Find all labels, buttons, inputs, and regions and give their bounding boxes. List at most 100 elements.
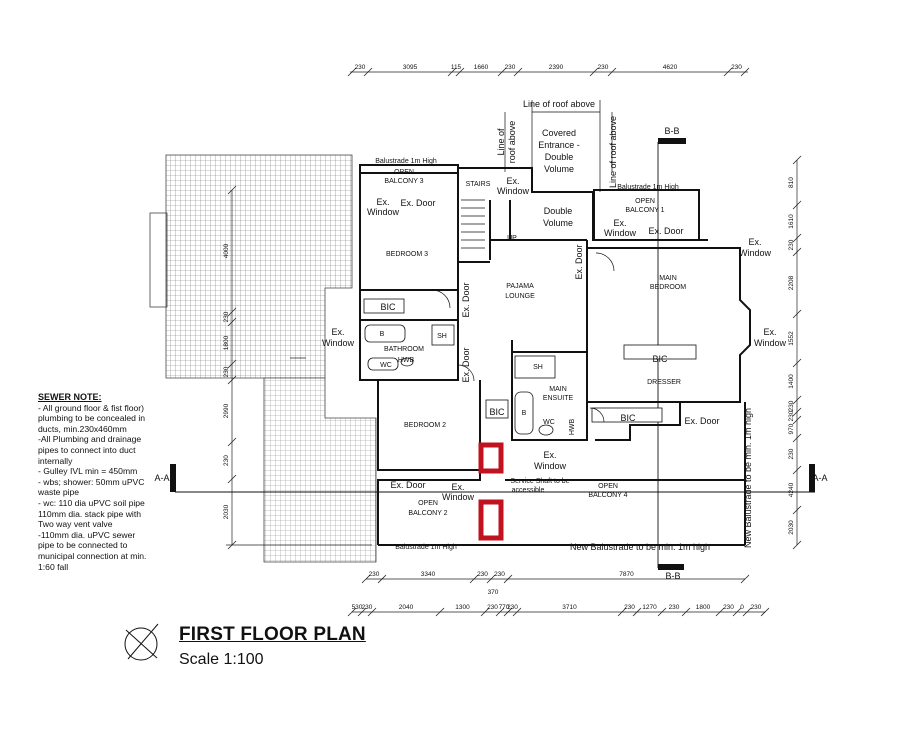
dimension-tick	[792, 358, 802, 368]
bic-hall: BIC	[489, 407, 505, 417]
dimension-tick	[347, 607, 357, 617]
sewer-note-line: - wc: 110 dia uPVC soil pipe	[38, 497, 145, 508]
dimension-label: 3710	[562, 604, 577, 611]
ex-window-balcony1-l2: Window	[604, 228, 637, 238]
room-bathroom: BATHROOM	[384, 346, 424, 353]
balcony-2-l1: OPEN	[418, 500, 438, 507]
ex-window-bath-l2: Window	[322, 338, 355, 348]
dimension-lines	[226, 71, 798, 613]
dimension-label: 230	[731, 64, 742, 71]
dimension-label: 230	[598, 64, 609, 71]
dimension-label: 230	[494, 571, 505, 578]
dimension-tick	[503, 574, 513, 584]
sewer-note-line: - wbs; shower: 50mm uPVC	[38, 476, 145, 487]
dimension-tick	[732, 607, 742, 617]
dimension-label: 230	[751, 604, 762, 611]
dimension-tick	[740, 67, 750, 77]
dimension-label: 230	[624, 604, 635, 611]
dimension-label: 810	[788, 177, 795, 188]
room-bedroom-2: BEDROOM 2	[404, 422, 446, 429]
hwb-bathroom: HWB	[398, 357, 415, 364]
dimension-tick	[792, 155, 802, 165]
ex-window-bed3-l2: Window	[367, 207, 400, 217]
dimension-label: 1800	[223, 335, 230, 350]
dimension-label: 4620	[663, 64, 678, 71]
dimension-tick	[227, 307, 237, 317]
dimension-label: 370	[488, 589, 499, 596]
lower-roof-hatch	[149, 154, 377, 563]
sewer-note-line: - All ground floor & fist floor)	[38, 402, 145, 413]
dimension-tick	[512, 607, 522, 617]
ex-window-stairs-l1: Ex.	[506, 176, 519, 186]
dimension-tick	[715, 607, 725, 617]
dimension-label: 970	[788, 423, 795, 434]
dimension-label: 230	[487, 604, 498, 611]
dimension-label: 1552	[788, 331, 795, 346]
double-volume-l2: Volume	[543, 218, 573, 228]
ex-window-bay-l1: Ex.	[763, 327, 776, 337]
dimension-label: 1610	[788, 214, 795, 229]
dimension-label: 230	[788, 239, 795, 250]
sewer-note-line: pipes to connect into duct	[38, 444, 136, 455]
dimension-tick	[792, 465, 802, 475]
dimension-label: 1660	[474, 64, 489, 71]
dimension-label: 230	[669, 604, 680, 611]
ex-door-bed3: Ex. Door	[400, 198, 435, 208]
ex-window-balcony2-l2: Window	[442, 492, 475, 502]
wc-bathroom: WC	[380, 362, 392, 369]
room-main-bedroom-l2: BEDROOM	[650, 284, 686, 291]
dimension-label: 7870	[619, 571, 634, 578]
dimension-label: 770	[499, 604, 510, 611]
dimension-label: 230	[369, 571, 380, 578]
bath-ensuite: B	[522, 410, 527, 417]
room-main-ensuite-l1: MAIN	[549, 386, 567, 393]
wc-ensuite: WC	[543, 419, 555, 426]
room-pajama-lounge-l1: PAJAMA	[506, 283, 534, 290]
ex-door-mainbed: Ex. Door	[574, 244, 584, 279]
covered-entrance-l1: Covered	[542, 128, 576, 138]
dimension-tick	[657, 607, 667, 617]
bic-dresser: BIC	[652, 354, 668, 364]
dimension-tick	[357, 607, 367, 617]
dimension-tick	[760, 607, 770, 617]
sewer-note-line: -All Plumbing and drainage	[38, 434, 142, 445]
dimension-tick	[495, 607, 505, 617]
dimension-tick	[227, 474, 237, 484]
dimension-label: 1400	[788, 374, 795, 389]
sewer-note-line: pipe to be connected to	[38, 540, 128, 551]
dimension-label: 230	[355, 64, 366, 71]
covered-entrance-l2: Entrance -	[538, 140, 580, 150]
section-bb-bottom: B-B	[665, 571, 680, 581]
room-stairs: STAIRS	[466, 181, 491, 188]
sewer-note-line: waste pipe	[38, 487, 80, 498]
dimension-tick	[435, 607, 445, 617]
dimension-tick	[227, 437, 237, 447]
dimension-tick	[792, 407, 802, 417]
dimension-tick	[227, 375, 237, 385]
dimension-tick	[792, 233, 802, 243]
dimension-label: 1270	[642, 604, 657, 611]
sewer-note-line: municipal connection at min.	[38, 550, 147, 561]
dimension-label: 0	[740, 604, 744, 611]
dimension-label: 2040	[399, 604, 414, 611]
dimension-tick	[227, 185, 237, 195]
balcony-4-l2: BALCONY 4	[588, 492, 627, 499]
dimension-tick	[632, 607, 642, 617]
sewer-note-line: -110mm dia. uPVC sewer	[38, 529, 136, 540]
section-aa-right: A-A	[812, 473, 827, 483]
dimension-label: 2390	[549, 64, 564, 71]
dimension-tick	[740, 574, 750, 584]
dimension-label: 530	[352, 604, 363, 611]
dimension-tick	[347, 67, 357, 77]
dimension-label: 2208	[788, 275, 795, 290]
ex-door-dresser: Ex. Door	[684, 416, 719, 426]
sewer-note-line: - Gulley IVL min = 450mm	[38, 466, 138, 477]
balcony-3-l2: BALCONY 3	[384, 178, 423, 185]
line-of-roof-left-l1: Line of	[496, 128, 506, 156]
bic-bedroom3: BIC	[380, 302, 396, 312]
dimension-tick	[486, 574, 496, 584]
dimension-tick	[742, 607, 752, 617]
drawing-scale: Scale 1:100	[179, 651, 264, 668]
dimension-tick	[792, 309, 802, 319]
walls	[359, 164, 751, 546]
